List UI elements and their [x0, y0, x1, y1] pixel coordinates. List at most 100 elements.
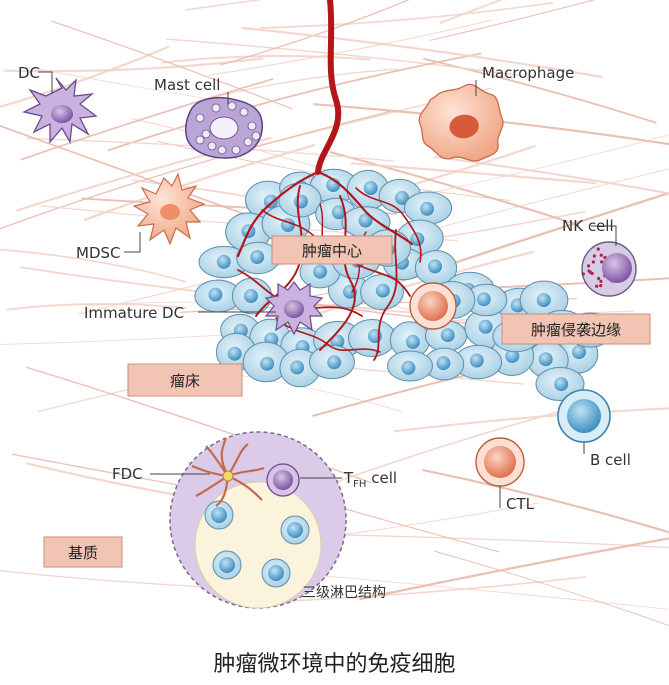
stroma-fiber — [83, 143, 316, 222]
tumor-cell-nucleus — [363, 181, 378, 195]
immature-dc-icon — [264, 281, 324, 336]
mast-granule — [247, 121, 257, 131]
leader-lines — [38, 71, 617, 508]
tfh-cell-label: TFH cell — [344, 471, 397, 490]
b-cell-icon — [557, 389, 611, 443]
stroma-fiber — [422, 57, 657, 124]
tumor-cell-nucleus — [428, 259, 442, 274]
stroma-fiber — [0, 110, 391, 230]
tumor-cell-nucleus — [227, 346, 242, 361]
stroma-fiber — [0, 570, 230, 590]
stroma-fiber — [393, 407, 669, 433]
tumor-cell-nucleus — [263, 194, 278, 209]
tumor-cell-nucleus — [420, 201, 435, 216]
mast-granule — [195, 113, 205, 123]
tumor-cell-nucleus — [572, 345, 586, 359]
immature-dc-label: Immature DC — [84, 304, 185, 322]
nk-granule — [597, 276, 601, 281]
nk-granule — [591, 260, 596, 264]
tumor-cell-nucleus — [293, 194, 308, 209]
nk-granule — [599, 279, 603, 283]
invasive-margin-box — [501, 313, 651, 345]
nk-granule — [599, 253, 603, 257]
tumor-ctl-icon — [409, 282, 457, 330]
ctl-label: CTL — [506, 495, 534, 513]
tumor-cell-nucleus — [505, 349, 520, 364]
mast-cell-label: Mast cell — [154, 76, 221, 94]
stroma-fiber — [434, 134, 669, 193]
stroma-fiber — [359, 537, 669, 601]
nk-cell-label: NK cell — [562, 217, 614, 235]
fdc-label: FDC — [112, 465, 143, 483]
mast-granule — [201, 129, 211, 139]
tumor-cell-nucleus — [469, 353, 484, 368]
invasive-margin-label: 肿瘤侵袭边缘 — [530, 320, 621, 339]
stroma-fiber — [107, 52, 482, 152]
macrophage-icon — [418, 83, 504, 162]
tumor-bed-box — [127, 363, 243, 397]
dc-cell-icon — [22, 77, 98, 145]
tls-label: 三级淋巴结构 — [302, 585, 386, 601]
tumor-mass-icon — [194, 168, 615, 401]
tumor-cell-nucleus — [290, 360, 305, 375]
nk-granule — [592, 254, 597, 258]
tumor-cell-nucleus — [554, 377, 569, 392]
stroma-fiber — [422, 468, 669, 534]
stroma-fiber — [219, 0, 410, 66]
stroma-fiber — [208, 19, 493, 76]
tumor-core-label: 肿瘤中心 — [301, 241, 362, 260]
tumor-cell-nucleus — [216, 254, 231, 269]
tfh-cell-icon — [266, 463, 300, 497]
stroma-fiber — [185, 0, 264, 11]
stroma-box — [43, 536, 123, 568]
tumor-cell-nucleus — [208, 287, 223, 302]
mast-granule — [239, 107, 249, 117]
nk-granule — [596, 247, 600, 251]
mast-granule — [231, 145, 241, 155]
mast-granule — [195, 135, 205, 145]
tumor-cell-nucleus — [313, 264, 328, 279]
stroma-fiber — [166, 38, 522, 77]
stroma-fiber — [161, 55, 371, 64]
stroma-fiber — [433, 550, 669, 627]
stroma-label: 基质 — [67, 543, 98, 562]
tumor-cell-nucleus — [538, 352, 553, 367]
nk-granule — [600, 260, 604, 264]
tumor-bed-label: 瘤床 — [169, 371, 200, 390]
tfh-suffix: cell — [366, 469, 398, 487]
tumor-cell-nucleus — [476, 292, 491, 307]
nk-granule — [595, 284, 599, 288]
stroma-fiber — [350, 162, 597, 185]
tumor-cell-nucleus — [440, 328, 455, 343]
tumor-cell-nucleus — [395, 190, 409, 205]
nk-granule — [599, 284, 603, 288]
stroma-fiber — [51, 20, 293, 110]
tertiary-lymphoid-structure-icon — [169, 431, 347, 609]
tumor-cell-nucleus — [331, 205, 346, 220]
stroma-fiber — [439, 0, 504, 25]
nk-granule — [588, 270, 593, 274]
dc-label: DC — [18, 64, 41, 82]
stroma-fiber — [333, 534, 669, 549]
mast-granule — [207, 141, 217, 151]
tumor-cell-nucleus — [536, 293, 551, 308]
tumor-cell-nucleus — [250, 250, 265, 264]
mast-granule — [227, 101, 237, 111]
tls-b-cell-icon — [204, 500, 310, 588]
b-cell-label: B cell — [590, 451, 631, 469]
mast-granule — [251, 131, 261, 141]
stroma-fiber — [434, 155, 669, 195]
macrophage-label: Macrophage — [482, 64, 575, 82]
stroma-fiber — [206, 68, 399, 100]
stroma-fiber — [0, 248, 187, 283]
tfh-main: T — [344, 469, 354, 487]
ctl-cell-icon — [475, 437, 525, 487]
tumor-cell-nucleus — [401, 360, 416, 375]
tumor-cell-nucleus — [478, 319, 493, 334]
tfh-subscript: FH — [353, 479, 367, 490]
diagram-caption: 肿瘤微环境中的免疫细胞 — [213, 652, 456, 677]
mast-granule — [243, 137, 253, 147]
mdsc-cell-icon — [132, 172, 206, 246]
stroma-fiber — [260, 1, 554, 29]
